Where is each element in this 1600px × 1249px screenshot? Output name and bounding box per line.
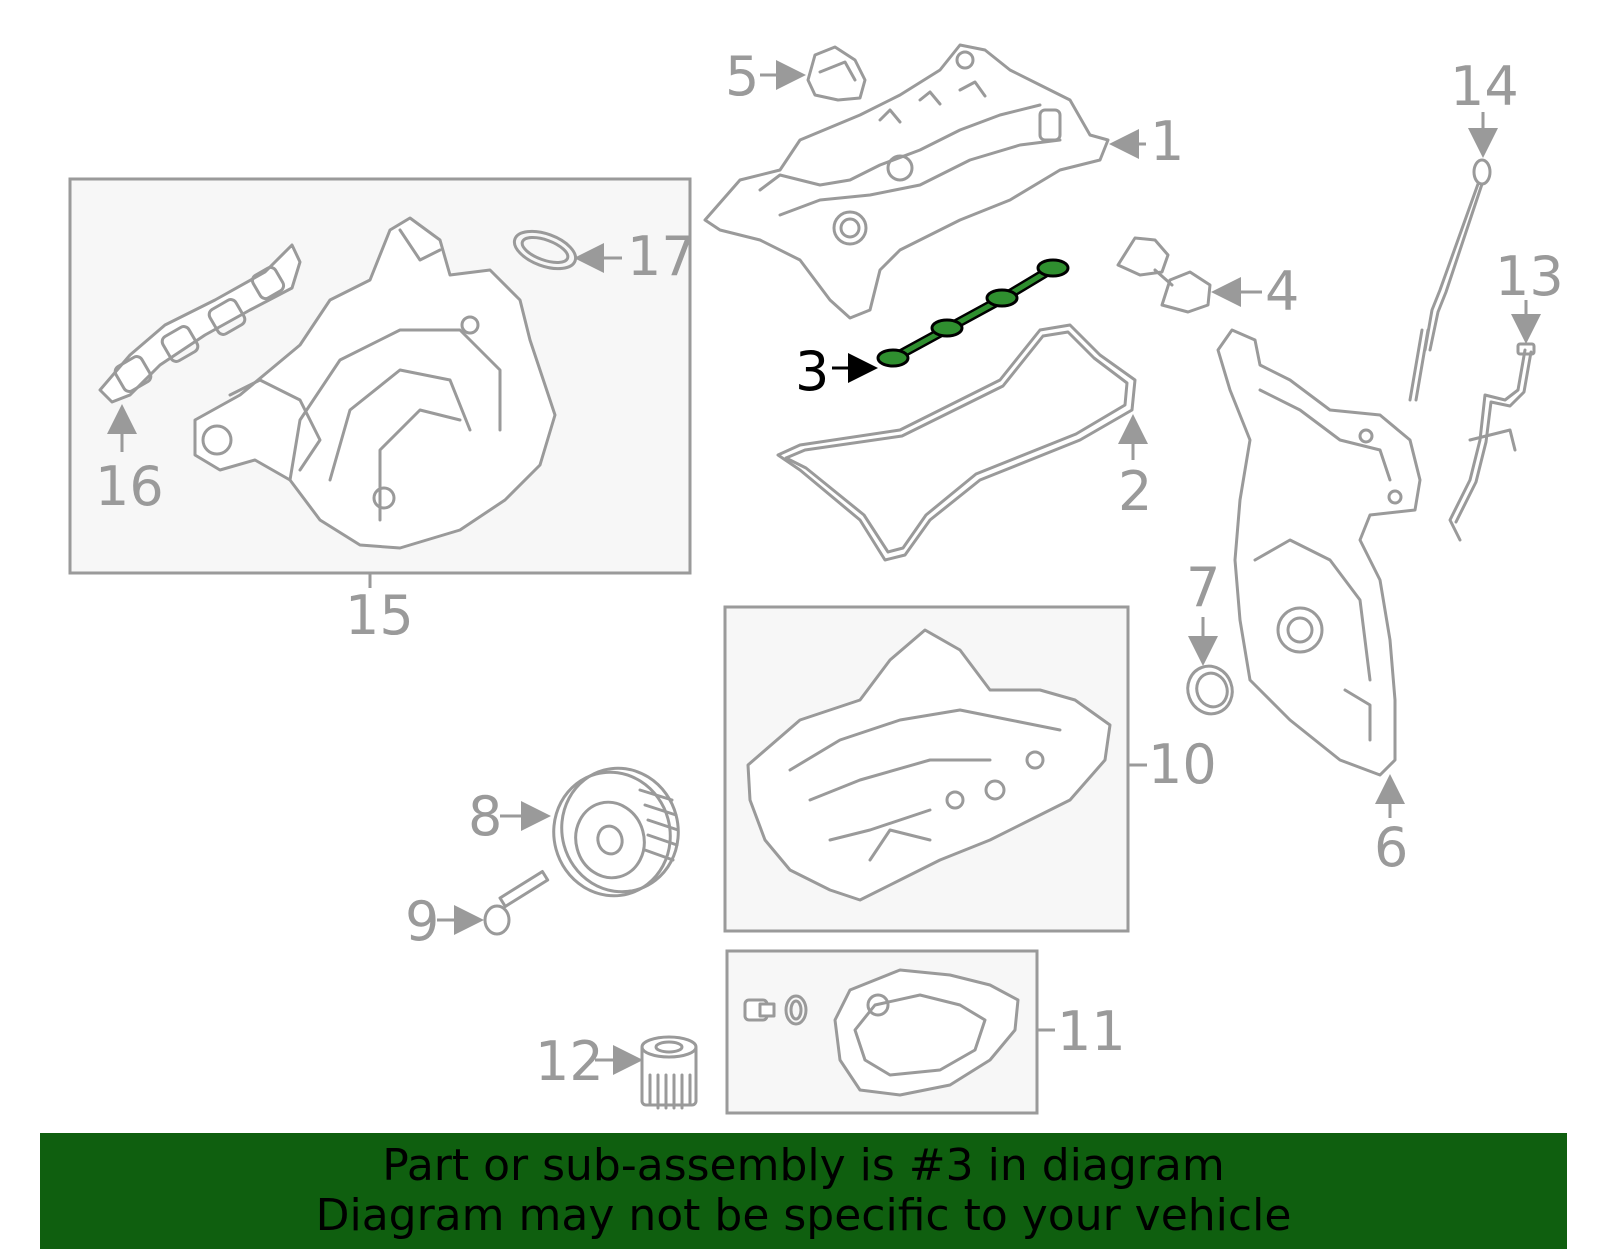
banner-line-1: Part or sub-assembly is #3 in diagram [382,1140,1225,1191]
callout-3[interactable]: 3 [795,340,829,403]
info-banner: Part or sub-assembly is #3 in diagram Di… [40,1133,1567,1249]
intake-manifold-group [68,177,692,588]
callout-15[interactable]: 15 [345,584,414,647]
intake-manifold-part-15[interactable] [193,216,557,550]
crank-pulley-part-8[interactable] [540,755,692,909]
valve-cover-gasket-part-2[interactable] [776,323,1137,562]
callout-12[interactable]: 12 [535,1030,604,1093]
callout-11[interactable]: 11 [1057,1000,1126,1063]
seal-part-4[interactable] [1116,236,1212,314]
tube-seal-part-3[interactable] [876,258,1070,368]
callout-13[interactable]: 13 [1495,245,1564,308]
drain-washer[interactable] [784,994,808,1026]
crank-seal-part-7[interactable] [1181,660,1239,720]
callout-7[interactable]: 7 [1186,556,1220,619]
callout-5[interactable]: 5 [725,45,759,108]
callout-10[interactable]: 10 [1148,733,1217,796]
pulley-bolt-part-9[interactable] [483,870,550,936]
intake-gasket-part-16[interactable] [98,243,302,404]
callout-16[interactable]: 16 [95,455,164,518]
callout-1[interactable]: 1 [1150,110,1184,173]
callout-17[interactable]: 17 [627,225,696,288]
banner-line-2: Diagram may not be specific to your vehi… [315,1190,1292,1241]
callout-14[interactable]: 14 [1450,55,1519,118]
oil-cap-part-5[interactable] [806,45,867,102]
callout-2[interactable]: 2 [1118,460,1152,523]
drain-plug[interactable] [743,998,776,1022]
oil-pan-lower-part-11[interactable] [833,968,1020,1097]
valve-cover-part-1[interactable] [703,43,1110,320]
oil-pan-upper-part-10[interactable] [746,628,1112,902]
dipstick-part-14[interactable] [1408,158,1492,402]
callout-4[interactable]: 4 [1265,260,1299,323]
callout-6[interactable]: 6 [1374,816,1408,879]
timing-cover-part-6[interactable] [1216,328,1422,777]
callout-9[interactable]: 9 [405,890,439,953]
oil-pan-lower-group [725,949,1055,1115]
oil-filter-part-12[interactable] [640,1035,698,1110]
dipstick-tube-part-13[interactable] [1448,342,1536,542]
callout-8[interactable]: 8 [468,785,502,848]
oil-pan-upper-group [723,605,1147,933]
